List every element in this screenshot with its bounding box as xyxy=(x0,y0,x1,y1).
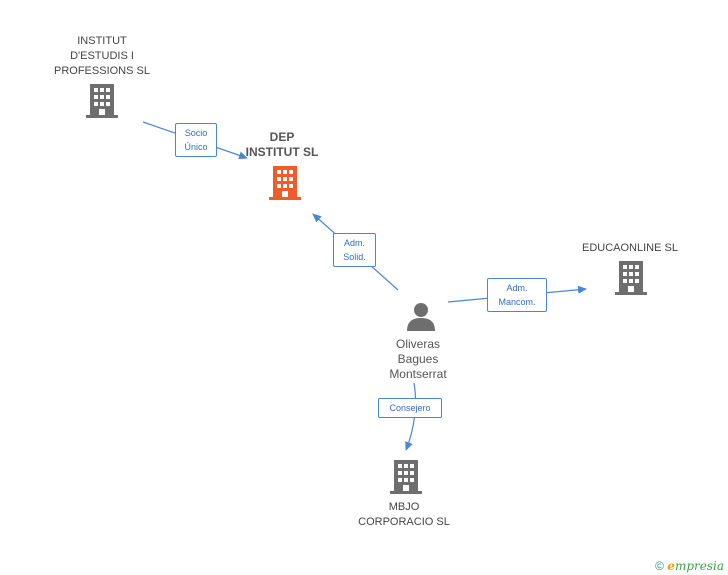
node-label-dep[interactable]: DEP INSTITUT SL xyxy=(245,130,319,159)
person-icon[interactable] xyxy=(406,301,436,331)
copyright-symbol: © xyxy=(655,559,664,573)
building-icon[interactable] xyxy=(86,83,118,119)
empresia-logo: empresia xyxy=(667,559,724,573)
node-label-person[interactable]: Oliveras Bagues Montserrat xyxy=(389,337,447,381)
node-label-institut[interactable]: INSTITUT D'ESTUDIS I PROFESSIONS SL xyxy=(54,35,150,77)
building-icon[interactable] xyxy=(269,165,301,201)
node-label-mbjo[interactable]: MBJO CORPORACIO SL xyxy=(358,501,450,528)
edge-label-consejero[interactable]: Consejero xyxy=(378,398,442,418)
edge-label-adm-mancom[interactable]: Adm. Mancom. xyxy=(487,278,547,312)
footer-brand: © empresia xyxy=(655,559,724,573)
edge-label-socio[interactable]: Socio Único xyxy=(175,123,217,157)
edge-label-adm-solid[interactable]: Adm. Solid. xyxy=(333,233,376,267)
building-icon[interactable] xyxy=(390,459,422,495)
node-label-educaonline[interactable]: EDUCAONLINE SL xyxy=(582,242,678,254)
building-icon[interactable] xyxy=(615,260,647,296)
